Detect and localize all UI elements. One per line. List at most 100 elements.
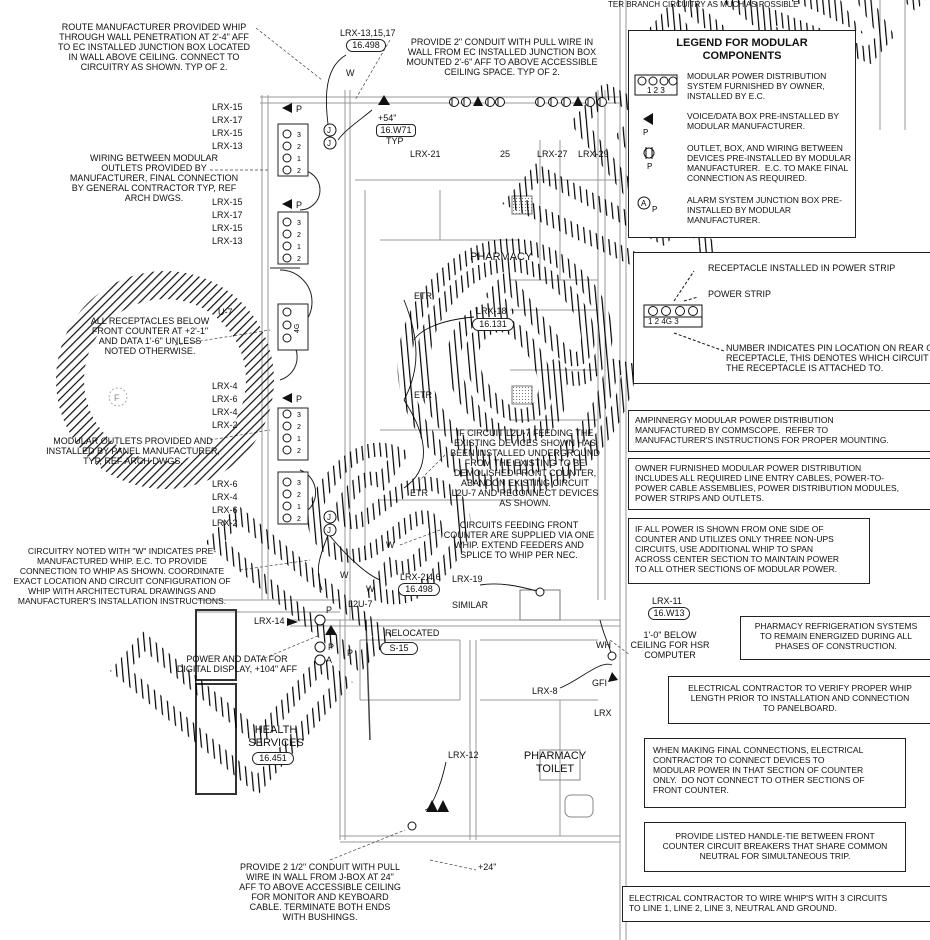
- label-similar: SIMILAR: [452, 600, 489, 610]
- svg-text:P: P: [643, 128, 648, 137]
- receptacle-symbol: [282, 165, 292, 175]
- outlet-symbol: [597, 97, 607, 107]
- receptacle-symbol: [282, 320, 292, 330]
- receptacle-symbol: [282, 129, 292, 139]
- label-relocated: RELOCATED: [385, 628, 440, 638]
- tag-16498-mid: 16.498: [398, 583, 440, 596]
- note-box-ampinnergy: AMPINNERGY MODULAR POWER DISTRIBUTION MA…: [628, 410, 930, 452]
- receptacle-pin-number: 2: [297, 448, 301, 455]
- svg-text:P: P: [647, 162, 652, 171]
- label-lrx21: LRX-21: [410, 149, 441, 159]
- note-circuitry-w: CIRCUITRY NOTED WITH "W" INDICATES PRE- …: [13, 546, 231, 606]
- receptacle-pin-number: 2: [297, 424, 301, 431]
- receptacle-symbol: [282, 153, 292, 163]
- label-typ: TYP: [386, 136, 404, 146]
- note-box-owner-furnished: OWNER FURNISHED MODULAR POWER DISTRIBUTI…: [628, 458, 930, 510]
- svg-text:P: P: [652, 205, 657, 214]
- receptacle-symbol: [282, 409, 292, 419]
- legend-item-3: OUTLET, BOX, AND WIRING BETWEEN DEVICES …: [687, 143, 852, 183]
- note-box-final-connections: WHEN MAKING FINAL CONNECTIONS, ELECTRICA…: [644, 738, 906, 808]
- note-provide-conduit-bottom: PROVIDE 2 1/2" CONDUIT WITH PULL WIRE IN…: [239, 862, 401, 922]
- tag-16w13: 16.W13: [648, 607, 690, 620]
- label-w-low2: W: [366, 584, 375, 594]
- legend-item-4: ALARM SYSTEM JUNCTION BOX PRE- INSTALLED…: [687, 195, 842, 225]
- receptacle-pin-number: 1: [297, 156, 301, 163]
- receptacle-symbol: [282, 217, 292, 227]
- note-provide-conduit-top: PROVIDE 2" CONDUIT WITH PULL WIRE IN WAL…: [406, 37, 598, 77]
- label-a-display: A: [326, 655, 333, 665]
- svg-text:F: F: [114, 393, 120, 403]
- note-owner-furnished: OWNER FURNISHED MODULAR POWER DISTRIBUTI…: [635, 463, 900, 503]
- note-refrigeration: PHARMACY REFRIGERATION SYSTEMS TO REMAIN…: [754, 621, 918, 651]
- label-p3: P: [296, 394, 303, 404]
- label-l2u7: L2U-7: [348, 599, 373, 609]
- note-box-refrigeration: PHARMACY REFRIGERATION SYSTEMS TO REMAIN…: [740, 616, 930, 660]
- label-p1: P: [296, 104, 303, 114]
- note-route-whip: ROUTE MANUFACTURER PROVIDED WHIP THROUGH…: [57, 22, 251, 72]
- label-lrx11: LRX-11: [652, 596, 682, 606]
- receptacle-pin-number: 3: [297, 412, 301, 419]
- label-etr-3: ETR: [410, 488, 428, 498]
- strip-circuit-label: LRX-4: [212, 492, 238, 502]
- strip-detail-pins: 1 2 4G 3: [648, 317, 679, 326]
- receptacle-symbol: [282, 513, 292, 523]
- legend-title: LEGEND FOR MODULAR COMPONENTS: [676, 37, 808, 62]
- label-p-display3: P: [347, 648, 354, 658]
- strip-circuit-label: LRX-13: [212, 236, 243, 246]
- note-fragment-top-right: TER BRANCH CIRCUITRY AS MUCH AS POSSIBLE: [608, 0, 799, 9]
- strip-circuit-label: LRX-6: [212, 505, 238, 515]
- strip-detail-receptacle: RECEPTACLE INSTALLED IN POWER STRIP: [708, 263, 896, 273]
- tag-health-16451: 16.451: [252, 752, 294, 765]
- label-etr-1: ETR: [414, 291, 432, 301]
- outlet-symbol: [585, 97, 595, 107]
- receptacle-pin-number: 1: [297, 436, 301, 443]
- receptacle-symbol: [282, 229, 292, 239]
- power-strip-detail-box: 1 2 4G 3 RECEPTACLE INSTALLED IN POWER S…: [633, 252, 930, 384]
- note-power-data-display: POWER AND DATA FOR DIGITAL DISPLAY, +104…: [176, 654, 298, 674]
- label-w-mid: W: [386, 540, 395, 550]
- svg-text:J: J: [327, 526, 331, 535]
- room-health-services: HEALTH SERVICES: [248, 724, 304, 749]
- wall-lines: [196, 0, 906, 940]
- receptacle-pin-number: 2: [297, 232, 301, 239]
- strip-circuit-label: LRX-15: [212, 223, 243, 233]
- top-receptacle-row: [449, 96, 607, 107]
- note-below-ceiling: 1'-0" BELOW CEILING FOR HSR COMPUTER: [630, 630, 710, 660]
- receptacle-symbol: [282, 307, 292, 317]
- label-wh: WH: [596, 640, 611, 650]
- receptacle-pin-number: 3: [297, 132, 301, 139]
- circuit-wiring: [317, 54, 613, 811]
- svg-text:J: J: [327, 139, 331, 148]
- label-gfi: GFI: [592, 678, 607, 688]
- outlet-symbol: [495, 97, 505, 107]
- svg-text:1 2 3: 1 2 3: [647, 86, 665, 95]
- strip-circuit-label: LRX-15: [212, 197, 243, 207]
- power-strip-detail-drawing: [643, 270, 725, 352]
- label-lrx: LRX: [594, 708, 612, 718]
- receptacle-symbol: [282, 433, 292, 443]
- label-w-low: W: [340, 570, 349, 580]
- note-final-connections: WHEN MAKING FINAL CONNECTIONS, ELECTRICA…: [653, 745, 865, 795]
- tag-16w71: 16.W71: [376, 124, 416, 137]
- receptacle-pin-number: 3: [297, 480, 301, 487]
- label-lrx12: LRX-12: [448, 750, 479, 760]
- note-box-verify-whip: ELECTRICAL CONTRACTOR TO VERIFY PROPER W…: [668, 676, 930, 724]
- note-if-all-power: IF ALL POWER IS SHOWN FROM ONE SIDE OF C…: [635, 524, 840, 574]
- tag-16131: 16.131: [472, 318, 514, 331]
- legend-item-1: MODULAR POWER DISTRIBUTION SYSTEM FURNIS…: [687, 71, 827, 101]
- receptacle-pin-number: 3: [297, 220, 301, 227]
- label-plus24: +24": [478, 862, 497, 872]
- outlet-symbol: [561, 97, 571, 107]
- receptacle-symbol: [282, 333, 292, 343]
- strip-circuit-label: LRX-4: [212, 381, 238, 391]
- room-pharmacy-toilet: PHARMACY TOILET: [523, 750, 587, 775]
- receptacle-symbol: [282, 253, 292, 263]
- receptacle-pin-number: 2: [297, 144, 301, 151]
- label-lrx-13-15-17: LRX-13,15,17: [340, 28, 396, 38]
- receptacle-pin-4g: 4G: [294, 324, 301, 333]
- label-p-display: P: [326, 605, 333, 615]
- note-circuits-feeding: CIRCUITS FEEDING FRONT COUNTER ARE SUPPL…: [443, 520, 595, 560]
- data-box-symbol: [573, 96, 583, 106]
- strip-circuit-label: LRX-2: [212, 420, 238, 430]
